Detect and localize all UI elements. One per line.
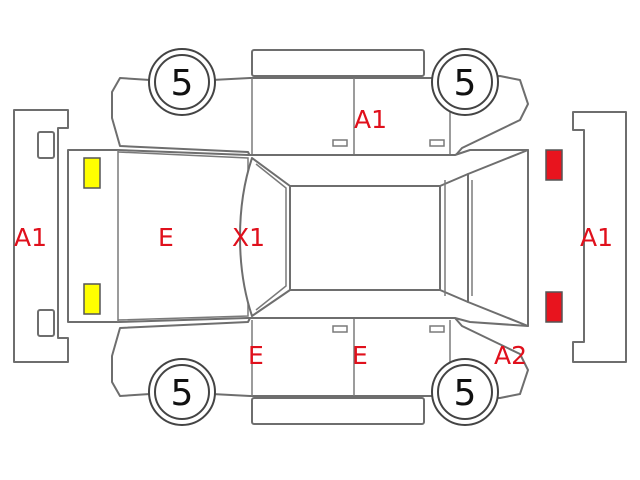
headlight-left [83, 283, 101, 315]
damage-code-left-rear-fender: A2 [494, 341, 527, 370]
roof-strip-bottom [251, 397, 425, 425]
front-bumper [13, 109, 69, 363]
roof-strip-top [251, 49, 425, 77]
trunk [467, 149, 529, 327]
damage-code-rear-bumper: A1 [580, 223, 613, 252]
headlight-right [83, 157, 101, 189]
wheel-rear-left: 5 [431, 358, 499, 426]
rear-window [439, 173, 469, 303]
damage-code-left-rear-door: E [352, 341, 368, 370]
roof [289, 185, 441, 291]
wheel-front-right: 5 [148, 48, 216, 116]
damage-code-front-bumper: A1 [14, 223, 47, 252]
taillight-right [545, 149, 563, 181]
tire-depth-front-right: 5 [171, 63, 194, 104]
wheel-rear-right: 5 [431, 48, 499, 116]
damage-code-windshield: X1 [232, 223, 265, 252]
damage-code-hood: E [158, 223, 174, 252]
tire-depth-rear-right: 5 [454, 63, 477, 104]
tire-depth-front-left: 5 [171, 373, 194, 414]
rear-bumper [572, 111, 627, 363]
right-side-view [111, 75, 529, 186]
left-side-view [111, 288, 529, 399]
damage-code-right-side-panel: A1 [354, 105, 387, 134]
tire-depth-rear-left: 5 [454, 373, 477, 414]
taillight-left [545, 291, 563, 323]
wheel-front-left: 5 [148, 358, 216, 426]
damage-code-left-front-door: E [248, 341, 264, 370]
windshield [239, 157, 291, 317]
